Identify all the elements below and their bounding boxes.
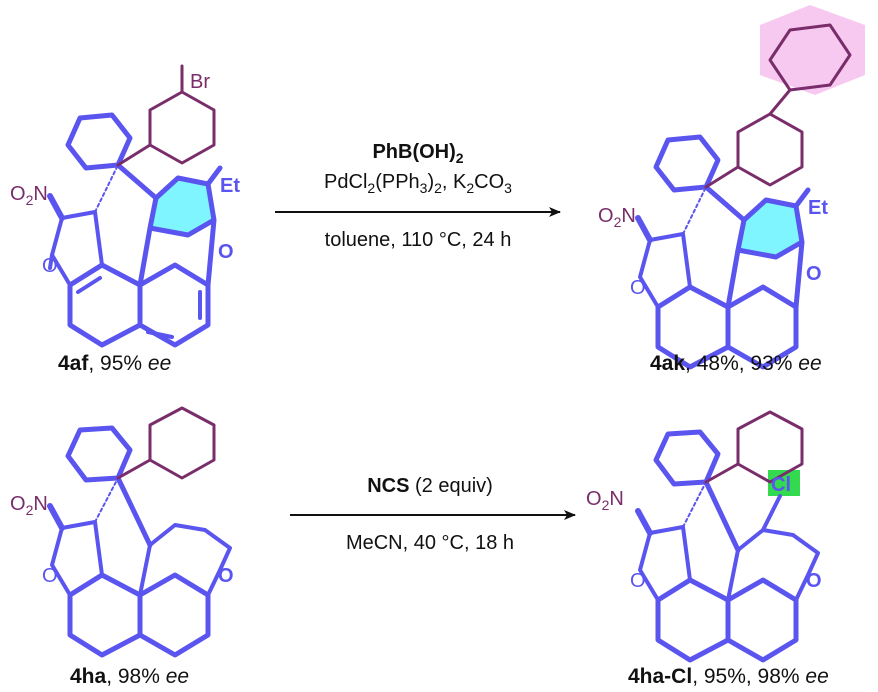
naphthalene-ring-4 [655,577,799,663]
oxygen-label-5: O [42,565,58,587]
aryl-ring-4 [704,410,804,484]
ethyl-label-2: Et [808,197,828,219]
nitro-wedge-4 [635,508,653,536]
chlorine-label: Cl [771,474,791,496]
oxygen-label-8: O [806,570,822,592]
bromine-label: Br [190,71,210,93]
molecule-4ha-cl [635,410,820,663]
ethyl-label-1: Et [220,175,240,197]
quaternary-bonds [115,162,159,201]
quaternary-bonds-2 [703,184,747,223]
biphenyl-ring-inner [704,88,804,189]
oxygen-label-6: O [218,565,234,587]
oxygen-label-3: O [630,277,646,299]
biphenyl-ring-outer [768,23,852,92]
reagent-1: PhB(OH)2​ [372,141,463,166]
chlorine-bond [761,494,782,532]
ring-o-link [48,253,54,270]
dihydrofuran-ring-4 [638,525,692,602]
molecule-4ak [635,5,865,370]
quaternary-bonds-4 [703,479,741,553]
caption-4af: 4af, 95% ee [58,352,171,375]
nitro-wedge-3 [47,503,65,531]
dihydrofuran-ring-3 [50,520,104,597]
caption-4ak: 4ak, 48%, 93% ee [650,352,822,375]
reagent-2: NCS (2 equiv) [367,475,493,497]
phenyl-ring-4 [653,429,721,487]
caption-4ha: 4ha, 98% ee [70,665,189,688]
oxygen-label-7: O [630,570,646,592]
conditions-1: toluene, 110 °C, 24 h [325,229,512,251]
chlorine-highlight [768,470,800,496]
ethyl-bond [205,165,223,187]
caption-4ha-cl: 4ha-Cl, 95%, 98% ee [628,665,829,688]
naphthalene-ring-3 [67,572,211,658]
naphthalene-inner-bonds [76,276,202,339]
furan-ring [137,175,217,288]
aryl-ring-3 [116,406,216,480]
quaternary-bonds-3 [115,475,153,548]
oxygen-label-1: O [42,255,58,277]
phenyl-ring-3 [65,425,133,483]
molecule-4af [47,64,223,348]
hashed-bond-2 [682,186,707,235]
dihydrofuran-ring-2 [638,232,692,309]
oxygen-label-4: O [806,263,822,285]
phenyl-ring [65,112,133,171]
furan-ring-2 [725,197,805,310]
ethyl-bond-2 [793,187,811,209]
nitro-wedge-2 [635,215,653,243]
bromophenyl-ring [116,64,216,167]
molecule-4ha [47,406,232,658]
o2n-label-4: O2​N [586,488,624,513]
catalyst-1: PdCl2​(PPh3​)2​, K2​CO3​ [324,171,512,196]
nitro-wedge [47,193,65,221]
hashed-bond [94,164,119,213]
dihydrofuran-ring [50,210,104,287]
oxygen-label-2: O [218,241,234,263]
phenyl-ring-2 [653,134,721,193]
o2n-label-3: O2​N [10,493,48,518]
o2n-label-2: O2​N [598,205,636,230]
conditions-2: MeCN, 40 °C, 18 h [346,532,514,554]
hashed-bond-4 [682,481,707,528]
hashed-bond-3 [94,477,119,523]
o2n-label-1: O2​N [10,183,48,208]
